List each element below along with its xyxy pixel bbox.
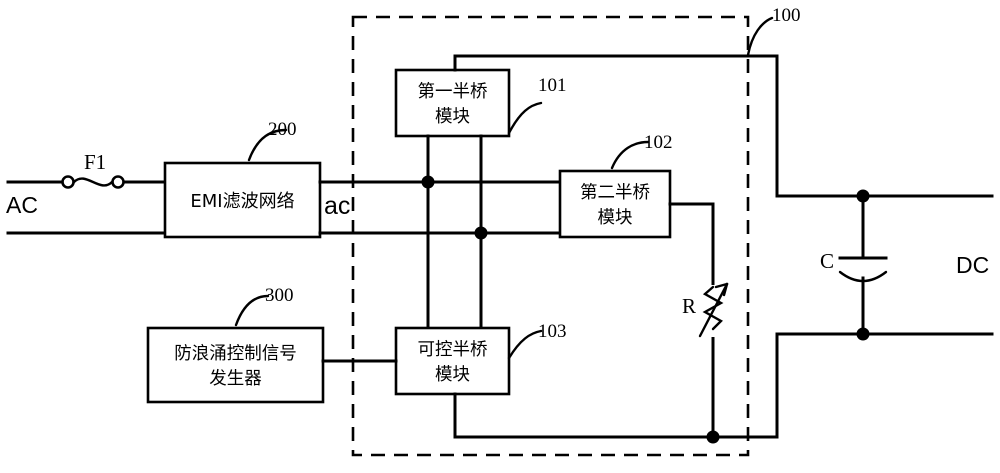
resistor-r-symbol — [698, 282, 729, 338]
ref-103-label: 103 — [538, 321, 567, 342]
first-half-bridge-block[interactable] — [394, 68, 511, 138]
ref-102-label: 102 — [644, 132, 673, 153]
leader-300 — [234, 294, 270, 327]
emi-filter-block[interactable] — [163, 161, 322, 239]
ref-100-label: 100 — [772, 5, 801, 26]
resistor-r-label: R — [682, 294, 697, 318]
capacitor-c-symbol — [838, 194, 888, 336]
leader-200 — [247, 128, 288, 162]
junction-dot-bottom-bus — [706, 430, 720, 444]
junction-dot-bottom-rail — [474, 226, 488, 240]
ref-200-label: 200 — [268, 119, 297, 140]
positive-bus-wire — [453, 54, 779, 198]
dc-output-label: DC — [956, 252, 990, 278]
surge-control-signal-generator-block[interactable] — [146, 326, 325, 404]
ac-input-label: AC — [6, 192, 38, 218]
leader-102 — [610, 140, 650, 170]
assembly-boundary-dashed-box — [351, 15, 750, 457]
negative-bus-wire — [453, 332, 779, 439]
ac-mid-label: ac — [324, 192, 351, 220]
controllable-half-bridge-block[interactable] — [394, 326, 511, 396]
second-half-bridge-block[interactable] — [558, 169, 672, 239]
leader-103 — [507, 329, 543, 360]
ref-101-label: 101 — [538, 75, 567, 96]
leader-101 — [507, 101, 543, 135]
leader-100 — [746, 16, 774, 57]
capacitor-c-label: C — [820, 249, 835, 273]
ref-300-label: 300 — [265, 285, 294, 306]
fuse-f1-symbol — [61, 175, 125, 189]
fuse-f1-label: F1 — [84, 150, 107, 174]
resistor-branch-wire — [668, 202, 715, 439]
junction-dot-top-rail — [421, 175, 435, 189]
